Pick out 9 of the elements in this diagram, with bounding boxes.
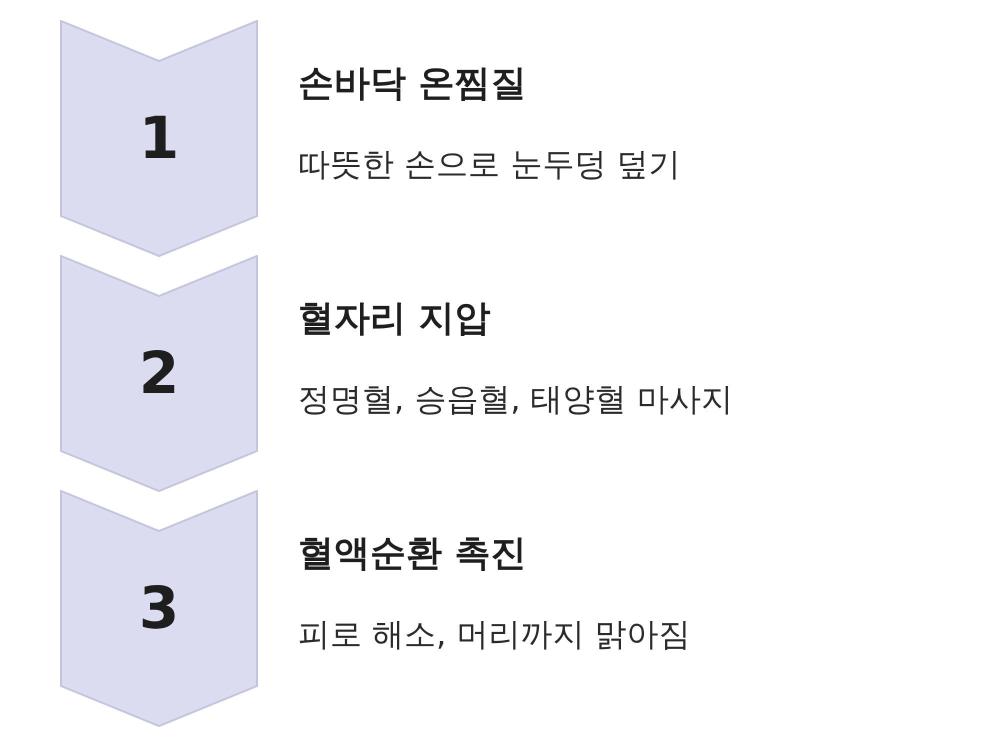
step-number: 3 bbox=[138, 576, 180, 640]
step-description: 피로 해소, 머리까지 맑아짐 bbox=[298, 614, 691, 654]
step-number: 2 bbox=[138, 341, 180, 405]
step-number: 1 bbox=[138, 106, 180, 170]
step-heading: 혈자리 지압 bbox=[298, 297, 491, 341]
step-description: 정명혈, 승읍혈, 태양혈 마사지 bbox=[298, 379, 733, 419]
step-heading: 혈액순환 촉진 bbox=[298, 532, 527, 576]
step-heading: 손바닥 온찜질 bbox=[298, 62, 527, 106]
step-description: 따뜻한 손으로 눈두덩 덮기 bbox=[298, 144, 681, 184]
